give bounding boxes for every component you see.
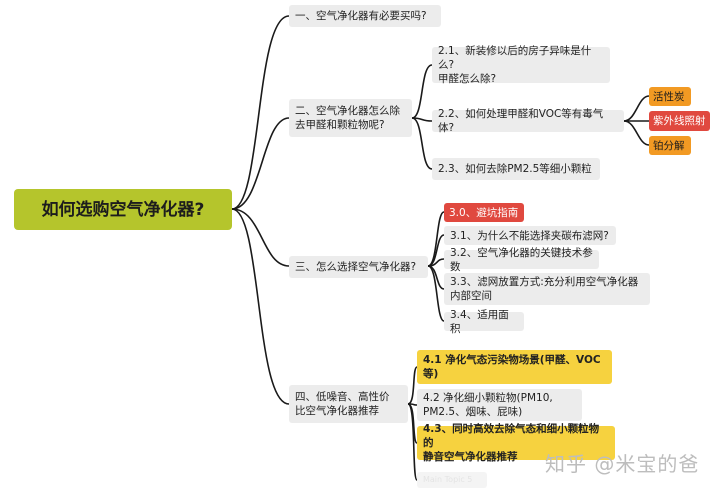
connector-b2-21 <box>411 64 433 119</box>
subtopic-3-0[interactable]: 3.0、避坑指南 <box>444 203 524 222</box>
root-topic[interactable]: 如何选购空气净化器? <box>14 189 232 230</box>
branch-3-topic[interactable]: 三、怎么选择空气净化器? <box>289 256 428 278</box>
subtopic-4-2[interactable]: 4.2 净化细小颗粒物(PM10, PM2.5、烟味、屁味) <box>417 389 582 421</box>
branch-4-topic[interactable]: 四、低噪音、高性价 比空气净化器推荐 <box>289 385 408 423</box>
connector-22-m1 <box>623 95 650 122</box>
connector-root-b3 <box>231 208 290 267</box>
subtopic-2-3[interactable]: 2.3、如何去除PM2.5等细小颗粒 <box>432 158 600 180</box>
method-uv-irradiation[interactable]: 紫外线照射 <box>649 111 710 131</box>
subtopic-3-4[interactable]: 3.4、适用面积 <box>444 309 524 335</box>
connector-b4-41 <box>407 366 418 405</box>
method-platinum-decomposition[interactable]: 铂分解 <box>649 136 691 155</box>
method-activated-carbon[interactable]: 活性炭 <box>649 87 691 106</box>
subtopic-3-3[interactable]: 3.3、滤网放置方式:充分利用空气净化器 内部空间 <box>444 273 650 305</box>
branch-1-topic[interactable]: 一、空气净化器有必要买吗? <box>289 5 441 27</box>
connector-b3-30 <box>427 211 445 267</box>
connector-root-b1 <box>231 15 290 210</box>
connector-b2-23 <box>411 117 433 170</box>
connector-b3-34 <box>427 265 445 322</box>
subtopic-2-2[interactable]: 2.2、如何处理甲醛和VOC等有毒气体? <box>432 108 624 134</box>
connector-b4-44 <box>407 403 418 481</box>
connector-root-b2 <box>231 117 290 210</box>
subtopic-3-1[interactable]: 3.1、为什么不能选择夹碳布滤网? <box>444 226 616 245</box>
zhihu-watermark: 知乎 @米宝的爸 <box>545 452 700 476</box>
branch-2-topic[interactable]: 二、空气净化器怎么除 去甲醛和颗粒物呢? <box>289 99 412 137</box>
subtopic-2-1[interactable]: 2.1、新装修以后的房子异味是什么? 甲醛怎么除? <box>432 45 610 85</box>
subtopic-4-4-placeholder[interactable]: Main Topic 5 <box>417 472 487 488</box>
subtopic-4-3[interactable]: 4.3、同时高效去除气态和细小颗粒物的 静音空气净化器推荐 <box>417 423 615 463</box>
connector-root-b4 <box>231 208 290 405</box>
connector-22-m3 <box>623 120 650 146</box>
subtopic-3-2[interactable]: 3.2、空气净化器的关键技术参数 <box>444 247 599 273</box>
subtopic-4-1[interactable]: 4.1 净化气态污染物场景(甲醛、VOC 等) <box>417 350 612 384</box>
